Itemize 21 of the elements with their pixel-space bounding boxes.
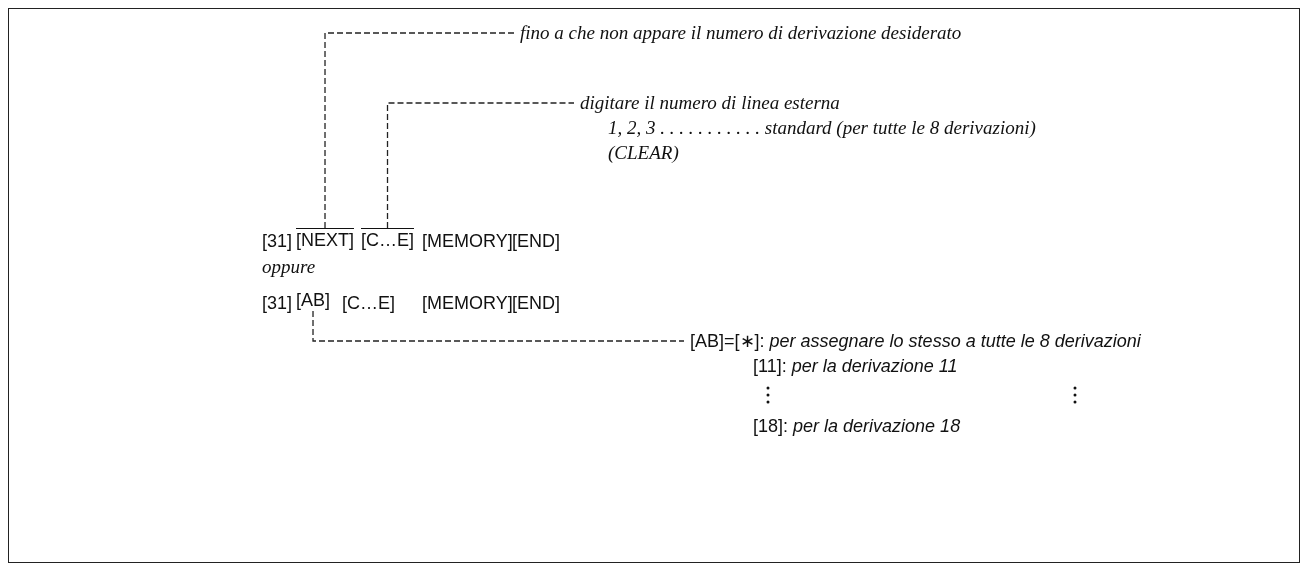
key-label: [31] <box>262 231 293 252</box>
note-text: 1, 2, 3 . . . . . . . . . . . standard (per tutte le 8 derivazioni) <box>608 117 1036 139</box>
leader-line <box>324 32 515 229</box>
connector-word: oppure <box>262 256 316 278</box>
key-label: [C…E] <box>342 293 395 314</box>
key-label: [END] <box>512 293 560 314</box>
note-text: (CLEAR) <box>608 142 679 164</box>
note-text: [AB]=[∗]: per assegnare lo stesso a tutte le 8 derivazioni <box>690 330 1141 352</box>
key-label: [NEXT] <box>296 228 354 251</box>
key-label: [MEMORY] <box>422 293 513 314</box>
note-text: digitare il numero di linea esterna <box>580 92 840 114</box>
key-label: [END] <box>512 231 560 252</box>
leader-line <box>386 102 575 229</box>
note-text: [18]: per la derivazione 18 <box>753 416 961 437</box>
leader-line <box>312 310 685 342</box>
key-label: [MEMORY] <box>422 231 513 252</box>
key-label: [C…E] <box>361 228 414 251</box>
key-label: [AB] <box>296 290 330 311</box>
note-text: fino a che non appare il numero di derivazione desiderato <box>520 22 962 44</box>
key-label: [31] <box>262 293 293 314</box>
note-text: [11]: per la derivazione 11 <box>753 356 958 377</box>
